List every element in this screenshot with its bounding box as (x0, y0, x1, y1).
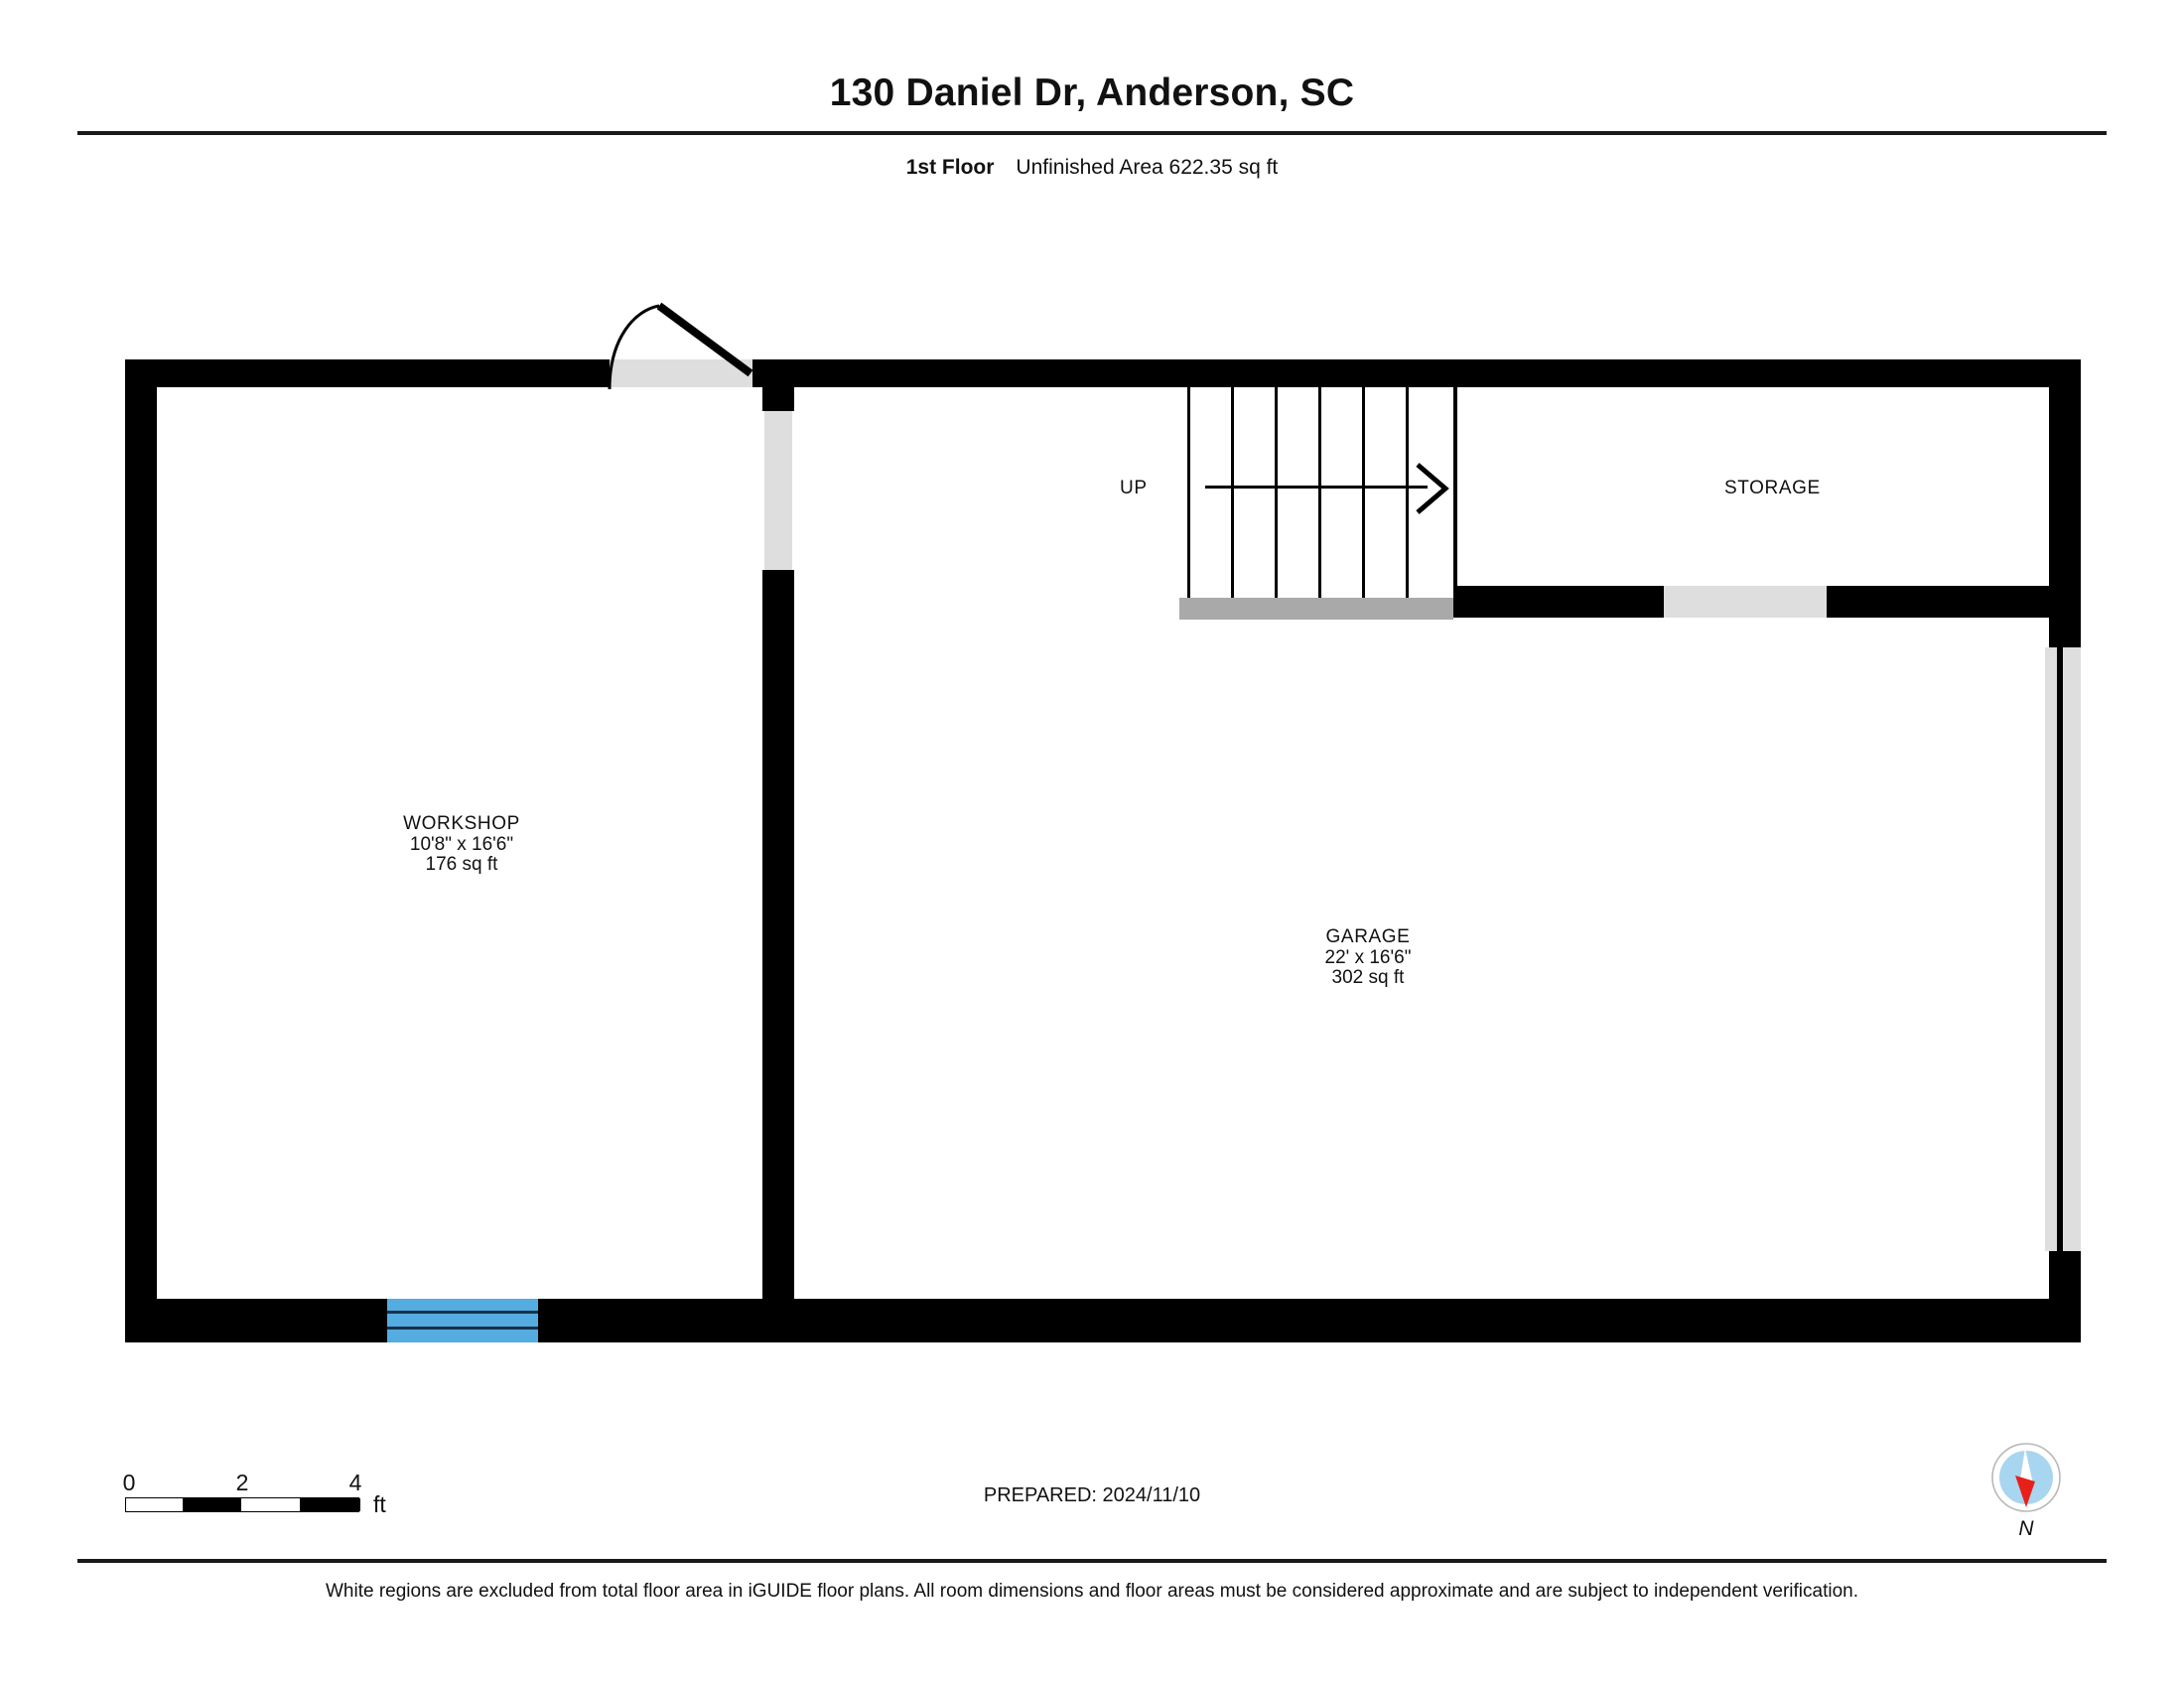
scale-tick-4: 4 (348, 1470, 362, 1495)
stair-tread (1275, 387, 1278, 598)
compass-rose-icon (1991, 1443, 2061, 1512)
scale-tick-2: 2 (235, 1470, 249, 1495)
footer-divider (77, 1559, 2107, 1563)
garage-door-right-mullion (2057, 647, 2063, 1251)
header-divider (77, 131, 2107, 135)
unfinished-area-label: Unfinished Area 622.35 sq ft (1016, 156, 1279, 179)
scale-bar-graphic (125, 1497, 360, 1512)
partition-wall-workshop-garage-top (762, 359, 794, 411)
stair-direction-arrow-shaft (1205, 486, 1428, 489)
room-label-storage: STORAGE (1724, 478, 1821, 498)
exterior-wall-top-left (125, 359, 610, 387)
room-dimensions-garage: 22' x 16'6" (1324, 946, 1412, 968)
scale-bar: 0 2 4 ft (122, 1470, 386, 1517)
disclaimer-text: White regions are excluded from total fl… (325, 1581, 1859, 1602)
workshop-overhead-door-window (387, 1299, 538, 1342)
scale-bar-ticks: 0 2 4 (122, 1470, 362, 1495)
room-dimensions-workshop: 10'8" x 16'6" (409, 833, 514, 855)
room-name-garage: GARAGE (1325, 926, 1411, 947)
scale-bar-unit: ft (373, 1491, 386, 1517)
room-label-garage: GARAGE 22' x 16'6" 302 sq ft (1229, 926, 1507, 989)
storage-door-opening (1664, 586, 1827, 618)
stair-landing-shading (1179, 598, 1453, 620)
workshop-entry-door-opening (610, 359, 752, 387)
room-name-workshop: WORKSHOP (403, 813, 520, 834)
stair-tread (1231, 387, 1234, 598)
room-area-garage: 302 sq ft (1331, 967, 1405, 988)
storage-wall-bottom-left (1426, 586, 1664, 618)
exterior-wall-bottom-right (538, 1299, 2081, 1342)
stair-tread (1318, 387, 1321, 598)
exterior-wall-top-right (752, 359, 2081, 387)
room-label-workshop: WORKSHOP 10'8" x 16'6" 176 sq ft (323, 813, 601, 876)
scale-tick-0: 0 (122, 1470, 136, 1495)
exterior-wall-left (125, 359, 157, 1342)
prepared-date: PREPARED: 2024/11/10 (983, 1484, 1201, 1506)
stair-tread (1362, 387, 1365, 598)
garage-door-opening-right (2045, 647, 2081, 1251)
staircase (1187, 387, 1453, 598)
floor-label: 1st Floor (905, 156, 995, 179)
stair-tread (1406, 387, 1409, 598)
compass-north-label: N (2018, 1517, 2034, 1540)
workshop-garage-doorway (764, 411, 792, 570)
page-title: 130 Daniel Dr, Anderson, SC (829, 71, 1355, 114)
floor-subheader: 1st Floor Unfinished Area 622.35 sq ft (0, 156, 2184, 180)
workshop-floor-area (157, 365, 762, 1299)
room-area-workshop: 176 sq ft (425, 854, 498, 875)
stair-tread (1187, 387, 1190, 598)
partition-wall-workshop-garage-main (762, 570, 794, 1342)
exterior-wall-bottom-left (125, 1299, 387, 1342)
stairs-up-label: UP (1120, 478, 1148, 498)
storage-wall-bottom-right (1827, 586, 2081, 618)
